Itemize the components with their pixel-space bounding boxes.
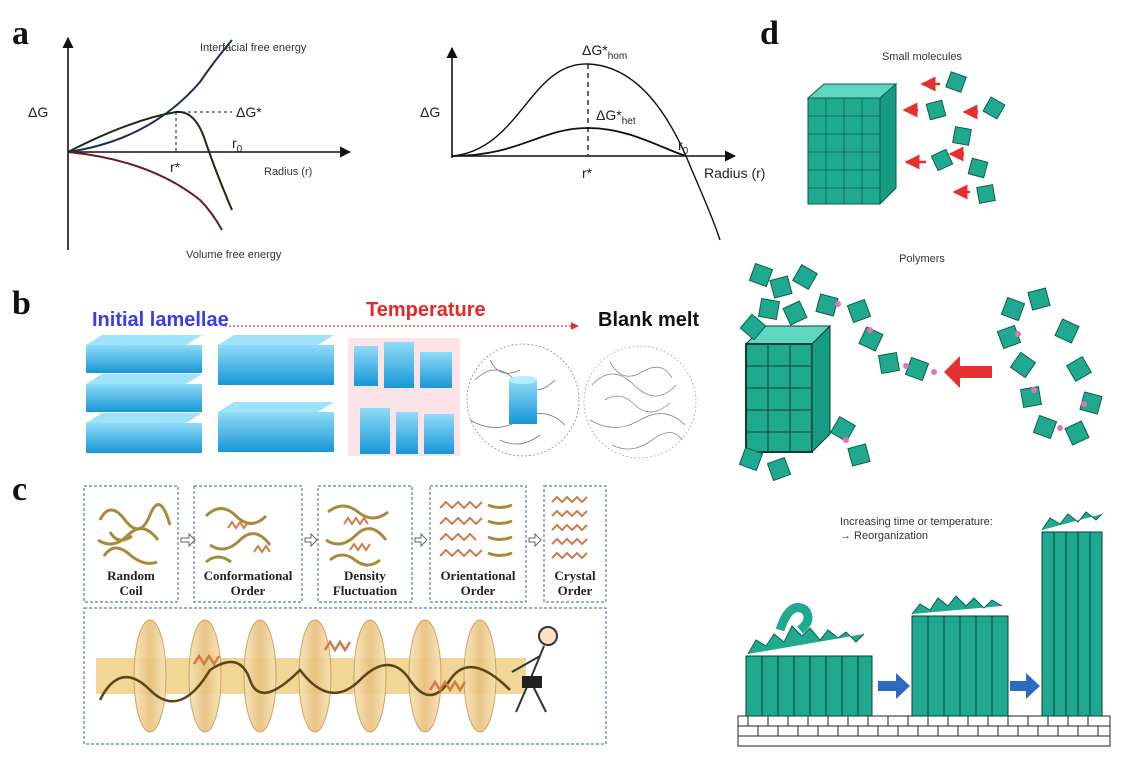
radius-axis-label: Radius (r) xyxy=(264,166,312,178)
hom-barrier-label: ΔG*hom xyxy=(582,42,627,62)
small-molecules-label: Small molecules xyxy=(882,51,963,63)
chain-links xyxy=(835,301,1087,443)
polymer-arrow xyxy=(944,356,992,388)
polymer-crystal xyxy=(744,324,832,454)
stage-arrows xyxy=(180,532,542,548)
initial-lamellae-label: Initial lamellae xyxy=(92,309,229,331)
stage-line2: Order xyxy=(558,583,593,598)
interfacial-curve xyxy=(67,39,233,153)
stage-line1: Density xyxy=(344,568,386,583)
stage-box-random-coil: Random Coil xyxy=(83,485,179,603)
reorg-line2: → Reorganization xyxy=(840,530,928,542)
stage-line2: Order xyxy=(231,583,266,598)
short-lamella xyxy=(745,603,873,717)
homogeneous-curve xyxy=(451,63,721,241)
stage-box-conformational-order: Conformational Order xyxy=(193,485,303,603)
volume-label: Volume free energy xyxy=(186,249,282,261)
stage-line2: Fluctuation xyxy=(333,583,398,598)
r0-label: r0 xyxy=(232,135,243,155)
substrate-wall xyxy=(737,715,1111,747)
polymer-chains xyxy=(738,262,1103,482)
tall-lamella xyxy=(1041,511,1103,717)
volume-curve xyxy=(67,151,223,231)
panel-letter-b: b xyxy=(12,285,31,322)
lamellae-stack-1 xyxy=(86,335,202,453)
reorg-line1: Increasing time or temperature: xyxy=(840,516,993,528)
het-barrier-label: ΔG*het xyxy=(596,107,636,127)
medium-lamella xyxy=(911,595,1009,717)
panel-d-diagram: Small molecules Polymers xyxy=(737,51,1111,747)
blue-arrow-1 xyxy=(878,673,910,699)
panel-a-right-diagram: ΔG ΔG*hom ΔG*het r* r0 Radius (r) xyxy=(420,42,765,241)
barrier-label: ΔG* xyxy=(236,104,262,120)
lamellae-melting xyxy=(348,338,460,456)
stage-box-crystal-order: Crystal Order xyxy=(543,485,607,603)
lamella-in-melt xyxy=(466,343,580,457)
panel-letter-c: c xyxy=(12,471,27,508)
critical-radius-label: r* xyxy=(170,159,181,175)
dg-axis-label: ΔG xyxy=(28,104,48,120)
radius-axis-label: Radius (r) xyxy=(704,165,765,181)
lamellae-stack-2 xyxy=(218,335,334,452)
stage-line1: Crystal xyxy=(554,568,596,583)
panel-letter-d: d xyxy=(760,15,779,52)
stretching-illustration xyxy=(83,607,607,745)
panel-c-diagram: Random Coil Conformational Order Density… xyxy=(83,485,607,745)
dg-axis-label: ΔG xyxy=(420,104,440,120)
blank-melt-label: Blank melt xyxy=(598,309,699,331)
panel-b-diagram: Initial lamellae Temperature Blank melt xyxy=(86,299,699,459)
small-molecule-crystal xyxy=(806,82,898,206)
total-curve xyxy=(67,110,233,211)
panel-letter-a: a xyxy=(12,15,29,52)
panel-a-left-diagram: ΔG Interfacial free energy Volume free e… xyxy=(28,36,352,261)
blank-melt-coils xyxy=(583,345,697,459)
stage-box-orientational-order: Orientational Order xyxy=(429,485,527,603)
stage-box-density-fluctuation: Density Fluctuation xyxy=(317,485,413,603)
interfacial-label: Interfacial free energy xyxy=(200,42,307,54)
floating-molecules xyxy=(925,71,1006,204)
polymers-label: Polymers xyxy=(899,253,945,265)
attachment-arrows xyxy=(902,76,978,200)
stage-line2: Order xyxy=(461,583,496,598)
blue-arrow-2 xyxy=(1010,673,1040,699)
stage-line1: Orientational xyxy=(440,568,515,583)
temperature-label: Temperature xyxy=(366,299,486,321)
stage-line1: Random xyxy=(107,568,155,583)
stage-line1: Conformational xyxy=(204,568,293,583)
critical-radius-label: r* xyxy=(582,165,593,181)
heterogeneous-curve xyxy=(451,127,687,157)
stage-line2: Coil xyxy=(119,583,143,598)
r0-label: r0 xyxy=(678,137,689,157)
